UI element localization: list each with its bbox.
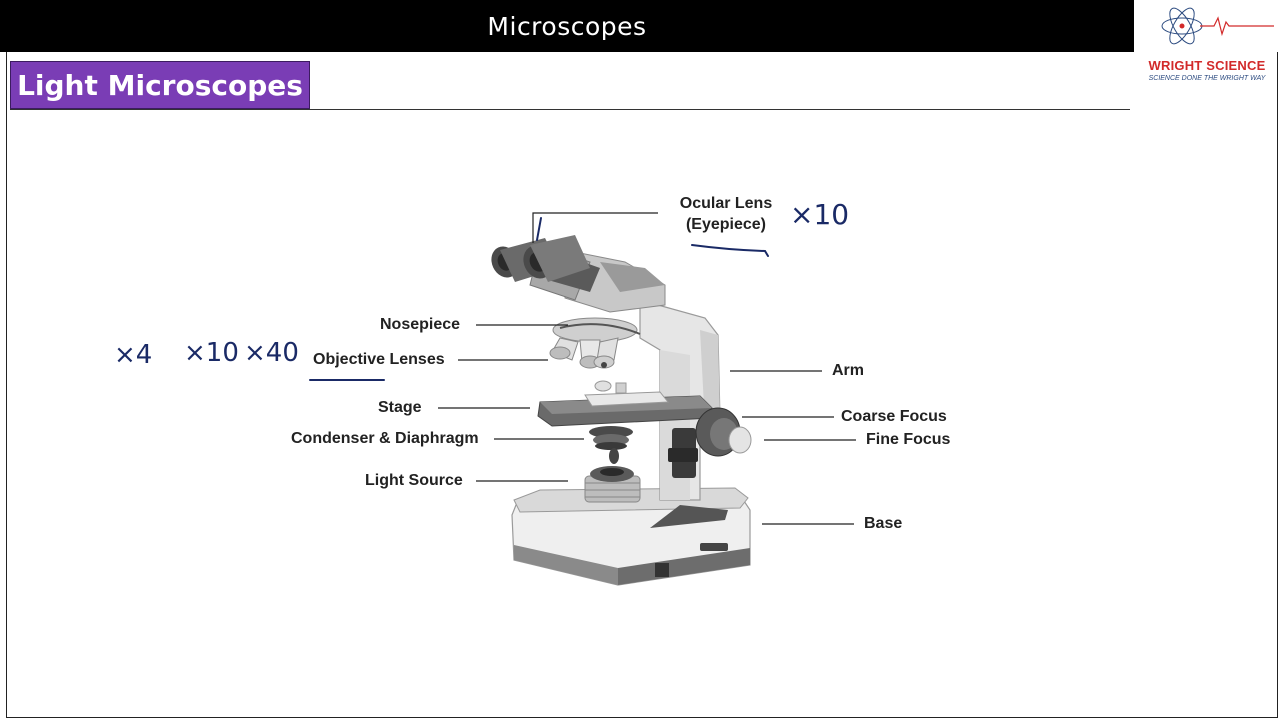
label-ocular-line1: Ocular Lens (679, 195, 773, 212)
microscope-focus-knobs (668, 407, 752, 478)
microscope-light-source (584, 448, 641, 503)
header-bar: Microscopes (0, 0, 1134, 52)
microscope-base (511, 487, 751, 586)
logo-tagline: SCIENCE DONE THE WRIGHT WAY (1148, 75, 1266, 82)
microscope-head (491, 235, 666, 313)
page-title: Microscopes (487, 11, 647, 41)
label-objective-lenses: Objective Lenses (313, 351, 445, 368)
ink-eyepiece-tick (536, 217, 542, 241)
ink-objective-mag-3: ×40 (244, 338, 299, 368)
logo-name: WRIGHT SCIENCE (1148, 58, 1266, 73)
microscope-stage (537, 380, 713, 427)
label-fine-focus: Fine Focus (866, 431, 951, 448)
label-condenser-diaphragm: Condenser & Diaphragm (291, 430, 479, 447)
content-frame (6, 52, 1278, 718)
section-title: Light Microscopes (10, 61, 310, 109)
ink-objective-mag-2: ×10 (184, 338, 239, 368)
atom-logo-icon (1161, 7, 1274, 45)
label-ocular-lens: Ocular Lens (Eyepiece) (666, 193, 786, 235)
label-ocular-line2: (Eyepiece) (685, 216, 767, 233)
microscope-nosepiece (549, 317, 641, 369)
ink-eyepiece-underline (691, 244, 769, 257)
microscope-condenser (589, 426, 633, 450)
label-base: Base (864, 515, 903, 532)
logo: WRIGHT SCIENCE SCIENCE DONE THE WRIGHT W… (1134, 0, 1280, 100)
section-divider (10, 109, 1130, 110)
section-title-text: Light Microscopes (17, 68, 303, 102)
label-light-source: Light Source (365, 472, 463, 489)
label-coarse-focus: Coarse Focus (841, 408, 947, 425)
ink-objective-mag-1: ×4 (114, 340, 153, 370)
ink-eyepiece-magnification: ×10 (790, 198, 850, 231)
leader-lines (438, 212, 856, 525)
label-nosepiece: Nosepiece (380, 316, 461, 333)
label-arm: Arm (832, 362, 865, 379)
label-stage: Stage (378, 399, 422, 416)
leader-ocular (532, 212, 658, 243)
handwritten-annotations (309, 217, 769, 381)
